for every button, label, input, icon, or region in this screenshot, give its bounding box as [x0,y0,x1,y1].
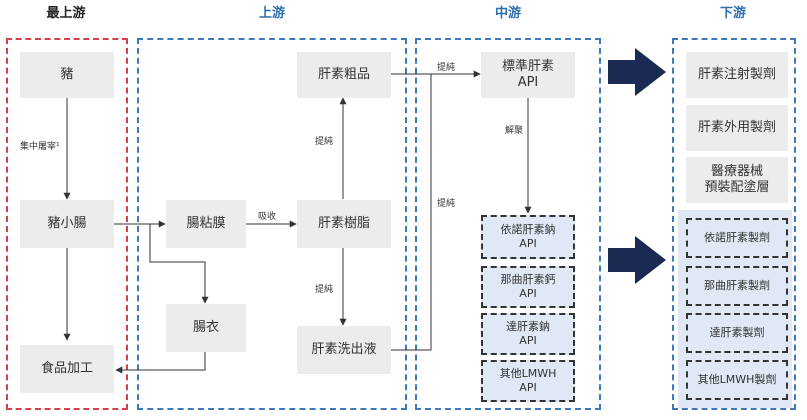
edge-eluate-to-standard [390,74,432,351]
header-upstream: 上游 [258,6,285,21]
node-standard-heparin-api: 標準肝素 API [481,52,575,98]
node-medical-device-coating: 醫療器械 預裝配塗層 [686,157,788,203]
label-slaughter: 集中屠宰¹ [20,142,60,152]
node-dalteparin-prep: 達肝素製劑 [686,313,788,353]
node-dalteparin-api: 達肝素鈉 API [481,313,575,355]
header-topmost: 最上游 [46,6,86,21]
zone-downstream [672,38,796,410]
label-purify-api: 提純 [437,199,456,209]
edge-intestine-to-casing [149,224,209,304]
label-absorb: 吸收 [258,212,277,222]
node-heparin-eluate: 肝素洗出液 [297,326,391,374]
header-downstream: 下游 [719,6,746,21]
node-pig-intestine: 豬小腸 [20,200,114,248]
label-purify-crude: 提純 [315,137,334,147]
big-arrow-top [608,48,666,96]
node-nadroparin-api: 那曲肝素鈣 API [481,266,575,308]
node-nadroparin-prep: 那曲肝素製劑 [686,266,788,306]
zone-midstream [415,38,601,410]
label-purify-standard: 提純 [437,63,456,73]
edge-casing-to-food [115,351,206,374]
label-purify-eluate: 提純 [315,285,334,295]
node-casing: 腸衣 [166,304,246,352]
node-heparin-topical: 肝素外用製劑 [686,105,788,151]
node-pig: 豬 [20,52,114,98]
node-crude-heparin: 肝素粗品 [297,52,391,98]
node-food-processing: 食品加工 [20,345,114,393]
node-intestinal-mucosa: 腸粘膜 [166,200,246,248]
node-heparin-resin: 肝素樹脂 [297,200,391,248]
node-enoxaparin-prep: 依諾肝素製劑 [686,218,788,258]
node-other-lmwh-api: 其他LMWH API [481,360,575,402]
node-other-lmwh-prep: 其他LMWH製劑 [686,360,788,400]
node-enoxaparin-api: 依諾肝素鈉 API [481,215,575,259]
header-midstream: 中游 [494,6,521,21]
big-arrow-bottom [608,236,666,284]
label-depolymerize: 解聚 [505,126,524,136]
node-heparin-injection: 肝素注射製劑 [686,52,788,98]
